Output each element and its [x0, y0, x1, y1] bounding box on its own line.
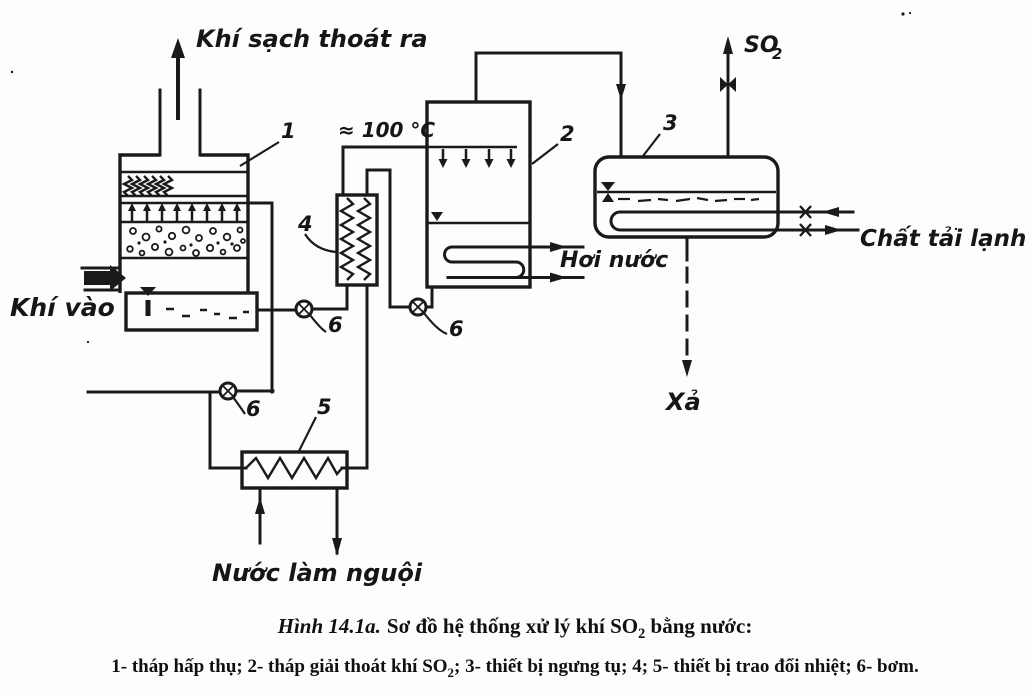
steam-arrow-top: [550, 242, 567, 252]
so2-valve: [720, 77, 736, 92]
gas-up-arrows: [128, 203, 241, 221]
label-steam: Hơi nước: [560, 248, 668, 273]
leader-lines: [232, 133, 661, 452]
leader-2: [531, 143, 559, 165]
steam-coil: [443, 245, 585, 279]
cooling-water-in-arrow: [255, 497, 265, 514]
hx4-coil-right: [355, 197, 373, 281]
leader-5: [298, 416, 317, 452]
hx4-to-hx5-pipe: [340, 283, 369, 470]
pump-1: [294, 299, 314, 319]
coolant-in-arrow: [822, 207, 839, 217]
coolant-valve-marks: [799, 205, 812, 237]
hx5-coil: [245, 455, 343, 481]
stripper-to-hx4-pipe: [365, 168, 412, 309]
process-flow-diagram: Khí sạch thoát ra Khí vào ≈ 100 °C SO 2 …: [10, 11, 1026, 587]
absorber-piping: [86, 201, 349, 470]
gas-inlet-arrow: [84, 265, 126, 291]
callout-6a: 6: [328, 313, 343, 337]
drain-arrow: [682, 360, 692, 377]
gas-inlet: [80, 265, 126, 292]
figure-title-subscript: 2: [638, 626, 646, 643]
condensate-dashes: [618, 196, 760, 203]
sump-liquid-dashes: [166, 307, 249, 320]
heat-exchanger-4: [335, 145, 429, 470]
label-temperature: ≈ 100 °C: [338, 118, 435, 142]
figure-title: Sơ đồ hệ thống xử lý khí SO: [386, 614, 639, 638]
figure-number: Hình 14.1a.: [277, 614, 381, 638]
callout-6b: 6: [449, 317, 464, 341]
cooling-water-out-arrow: [332, 538, 342, 556]
figure-title-end: bằng nước:: [645, 614, 753, 638]
spray-arrows: [438, 149, 516, 168]
leader-6b: [423, 312, 448, 336]
label-so2: SO: [744, 33, 779, 58]
callout-3: 3: [663, 111, 678, 135]
callout-4: 4: [297, 212, 313, 236]
absorber-tower: [118, 38, 259, 332]
pump-2: [408, 297, 428, 317]
figure-legend: 1- tháp hấp thụ; 2- tháp giải thoát khí …: [0, 656, 1030, 681]
stripper-level-marker: [431, 212, 443, 221]
coolant-out-arrow: [825, 225, 842, 235]
callout-5: 5: [317, 395, 332, 419]
callout-2: 2: [560, 122, 575, 146]
legend-text-end: ; 3- thiết bị ngưng tụ; 4; 5- thiết bị t…: [454, 656, 919, 677]
stripper-tower: [408, 51, 626, 309]
so2-arrow: [723, 36, 733, 54]
absorber-level-marker: [140, 287, 156, 296]
chimney-pipe: [158, 88, 202, 157]
callout-1: 1: [281, 119, 296, 143]
hx4-coil-left: [338, 197, 356, 281]
hx4-to-stripper-pipe: [341, 145, 429, 197]
callout-6c: 6: [246, 397, 261, 421]
condenser-level-marker-bottom: [602, 193, 614, 202]
absorber-shell: [118, 153, 250, 293]
leader-6c: [232, 396, 246, 415]
label-coolant: Chất tải lạnh: [860, 225, 1026, 252]
label-clean-gas-out: Khí sạch thoát ra: [196, 25, 428, 53]
condenser-level-marker-top: [601, 182, 615, 191]
label-drain: Xả: [664, 388, 701, 416]
demister-squiggles: [121, 175, 175, 197]
vapor-flow-arrow: [616, 84, 626, 100]
packing-layer: [126, 225, 246, 257]
steam-arrow-bottom: [550, 272, 567, 283]
leader-6a: [309, 314, 327, 333]
heat-exchanger-5: [208, 450, 349, 556]
coolant-pipes: [776, 210, 860, 232]
label-gas-in: Khí vào: [10, 293, 115, 322]
so2-vapor-line: [474, 51, 623, 159]
label-so2-subscript: 2: [772, 45, 782, 63]
scan-specks: [10, 11, 958, 344]
leader-4: [304, 233, 337, 254]
legend-text-start: 1- tháp hấp thụ; 2- tháp giải thoát khí …: [111, 656, 448, 677]
coolant-u-tube: [609, 210, 780, 232]
clean-gas-arrow-head: [171, 38, 185, 58]
figure-caption: Hình 14.1a.Sơ đồ hệ thống xử lý khí SO2 …: [0, 614, 1030, 643]
leader-1: [239, 141, 280, 167]
pump-3: [218, 381, 238, 401]
legend-subscript: 2: [447, 664, 454, 680]
leader-3: [642, 133, 661, 157]
absorber-trays: [120, 170, 248, 260]
label-cooling-water: Nước làm nguội: [212, 559, 423, 587]
condenser-vessel: [593, 36, 860, 377]
